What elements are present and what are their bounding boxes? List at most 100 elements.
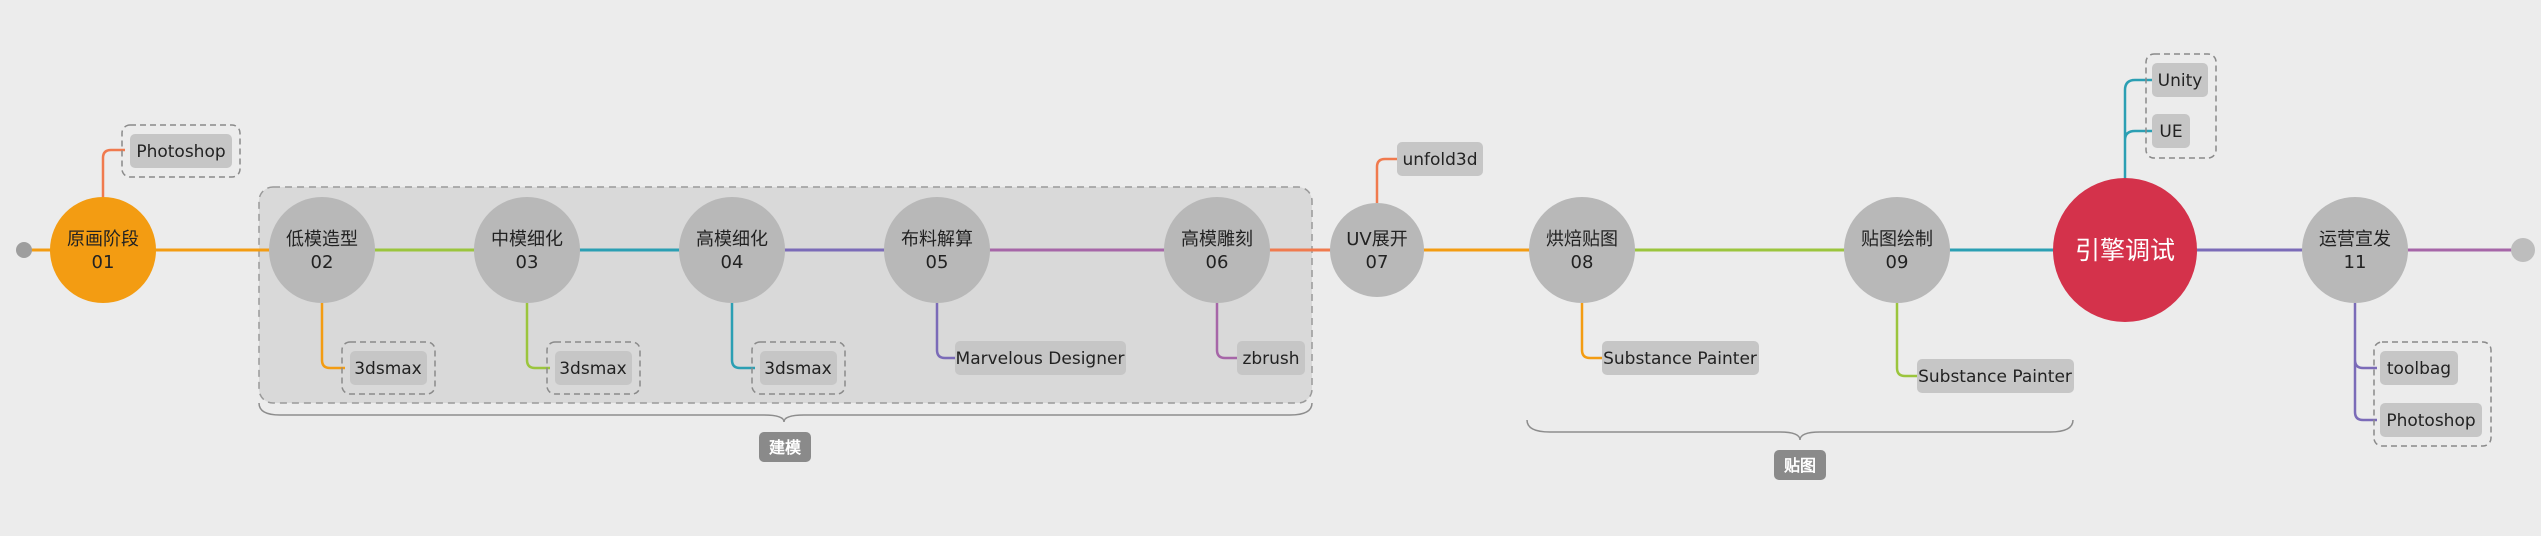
tool-tag-label: unfold3d: [1402, 150, 1477, 170]
modeling-group-label: 建模: [769, 438, 802, 457]
tool-tag-n07-unfold3d[interactable]: unfold3d: [1397, 142, 1483, 176]
container-n10-tools: [2145, 53, 2217, 159]
tool-containers: [121, 53, 2492, 447]
node-01-concept-art[interactable]: 原画阶段 01: [50, 197, 156, 303]
tool-tag-label: Photoshop: [136, 142, 225, 162]
tool-tag-label: 3dsmax: [764, 359, 832, 379]
tool-tag-n05-marvelous-designer[interactable]: Marvelous Designer: [955, 341, 1126, 375]
tool-tag-bg: [2152, 63, 2208, 97]
tool-tag-label: toolbag: [2387, 359, 2451, 379]
container-n02-tools: [341, 341, 436, 395]
node-07-uv-unwrap[interactable]: UV展开 07: [1330, 203, 1424, 297]
tool-tag-n10-unity[interactable]: Unity: [2152, 63, 2208, 97]
connector-n06-zbrush: [1215, 303, 1237, 360]
connector-n01-photoshop: [101, 148, 125, 197]
tool-tag-n08-substance-painter[interactable]: Substance Painter: [1602, 341, 1759, 375]
tool-connectors: [101, 78, 2377, 422]
node-circle: [269, 197, 375, 303]
tool-tag-bg: [2380, 351, 2458, 385]
connector-n11-toolbag-photoshop: [2353, 303, 2377, 422]
node-number: 01: [92, 252, 115, 273]
tool-tag-bg: [2380, 403, 2482, 437]
tool-tag-n06-zbrush[interactable]: zbrush: [1237, 341, 1305, 375]
node-circle: [679, 197, 785, 303]
node-number: 08: [1571, 252, 1594, 273]
tool-tag-label: 3dsmax: [559, 359, 627, 379]
tool-tag-label: 3dsmax: [354, 359, 422, 379]
node-label: 布料解算: [901, 229, 973, 250]
node-08-baking[interactable]: 烘焙贴图 08: [1529, 197, 1635, 303]
tool-tag-bg: [350, 351, 427, 385]
tool-tag-n02-3dsmax[interactable]: 3dsmax: [350, 351, 427, 385]
node-06-sculpting[interactable]: 高模雕刻 06: [1164, 197, 1270, 303]
tool-tag-n04-3dsmax[interactable]: 3dsmax: [760, 351, 837, 385]
tool-tag-label: Substance Painter: [1918, 367, 2072, 387]
connector-n07-unfold3d: [1375, 157, 1397, 203]
node-number: 11: [2344, 252, 2367, 273]
node-label: UV展开: [1346, 229, 1408, 250]
tool-tag-bg: [1917, 359, 2074, 393]
node-10-engine-debug[interactable]: 引擎调试: [2053, 178, 2197, 322]
node-label: 中模细化: [491, 229, 563, 250]
tool-tag-bg: [1237, 341, 1305, 375]
container-n01-tools: [121, 124, 241, 178]
node-circle: [50, 197, 156, 303]
connector-n09-substance: [1895, 303, 1917, 378]
tool-tag-bg: [2152, 114, 2190, 148]
tool-tag-label: zbrush: [1242, 349, 1299, 369]
node-04-high-poly[interactable]: 高模细化 04: [679, 197, 785, 303]
node-number: 06: [1206, 252, 1229, 273]
texturing-group-badge: [1774, 450, 1826, 480]
node-number: 09: [1886, 252, 1909, 273]
modeling-group-badge: [759, 432, 811, 462]
connector-n02-3dsmax: [320, 303, 345, 370]
node-number: 04: [721, 252, 744, 273]
node-02-low-poly[interactable]: 低模造型 02: [269, 197, 375, 303]
node-number: 07: [1366, 252, 1389, 273]
node-circle: [1844, 197, 1950, 303]
node-label: 引擎调试: [2075, 236, 2175, 265]
tool-tag-bg: [555, 351, 632, 385]
node-number: 03: [516, 252, 539, 273]
modeling-brace: [258, 402, 1313, 423]
node-11-marketing[interactable]: 运营宣发 11: [2302, 197, 2408, 303]
node-circle: [1529, 197, 1635, 303]
node-label: 烘焙贴图: [1546, 229, 1618, 250]
tool-tag-n01-photoshop[interactable]: Photoshop: [130, 134, 232, 168]
tool-tag-label: Photoshop: [2386, 411, 2475, 431]
tool-tag-bg: [1397, 142, 1483, 176]
tool-tag-n11-photoshop[interactable]: Photoshop: [2380, 403, 2482, 437]
connector-n03-3dsmax: [525, 303, 550, 370]
node-label: 低模造型: [286, 229, 358, 250]
tool-tag-n03-3dsmax[interactable]: 3dsmax: [555, 351, 632, 385]
node-label: 贴图绘制: [1861, 229, 1933, 250]
tool-tag-n09-substance-painter[interactable]: Substance Painter: [1917, 359, 2074, 393]
tool-tag-n10-ue[interactable]: UE: [2152, 114, 2190, 148]
connector-n04-3dsmax: [730, 303, 755, 370]
tool-tag-label: Marvelous Designer: [956, 349, 1125, 369]
node-number: 02: [311, 252, 334, 273]
node-circle: [1330, 203, 1424, 297]
node-circle: [2053, 178, 2197, 322]
tool-tag-label: Substance Painter: [1603, 349, 1757, 369]
node-label: 高模细化: [696, 229, 768, 250]
container-n04-tools: [751, 341, 846, 395]
tool-tag-bg: [760, 351, 837, 385]
node-circle: [1164, 197, 1270, 303]
node-number: 05: [926, 252, 949, 273]
trunk-end-dot: [2511, 238, 2535, 262]
node-09-texture-painting[interactable]: 贴图绘制 09: [1844, 197, 1950, 303]
node-05-cloth-sim[interactable]: 布料解算 05: [884, 197, 990, 303]
node-label: 运营宣发: [2319, 229, 2391, 250]
container-n03-tools: [546, 341, 641, 395]
tool-tag-bg: [130, 134, 232, 168]
node-03-mid-poly[interactable]: 中模细化 03: [474, 197, 580, 303]
node-circle: [474, 197, 580, 303]
tool-tag-bg: [1602, 341, 1759, 375]
trunk-start-dot: [16, 242, 32, 258]
connector-n10-unity-ue: [2123, 78, 2152, 180]
tool-tag-n11-toolbag[interactable]: toolbag: [2380, 351, 2458, 385]
node-circle: [884, 197, 990, 303]
texturing-group-label: 贴图: [1784, 456, 1816, 475]
